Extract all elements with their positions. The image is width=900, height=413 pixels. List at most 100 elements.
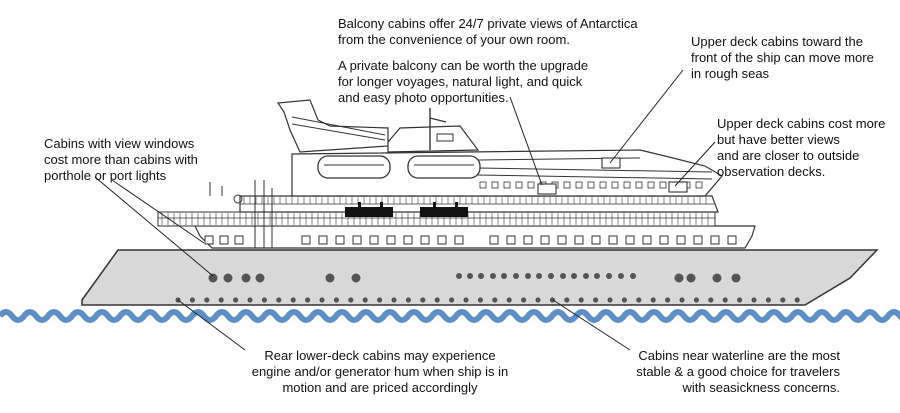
waterline-porthole <box>751 297 757 303</box>
note-line: and easy photo opportunities. <box>338 90 509 105</box>
porthole <box>560 273 566 279</box>
cabin-window <box>301 235 311 245</box>
note-balcony-upgrade: A private balcony can be worth the upgra… <box>338 58 588 106</box>
waterline-porthole <box>693 297 700 303</box>
porthole <box>467 273 473 279</box>
upper-window <box>563 181 571 189</box>
leader-line <box>509 96 543 186</box>
porthole <box>618 273 624 279</box>
waterline-porthole <box>578 297 584 303</box>
porthole <box>513 273 519 279</box>
waterline-porthole <box>305 297 311 303</box>
note-line: and are closer to outside <box>717 148 860 163</box>
waterline-porthole <box>204 297 210 303</box>
note-line: cost more than cabins with <box>44 152 198 167</box>
note-line: motion and are priced accordingly <box>282 380 478 395</box>
note-rear-lower: Rear lower-deck cabins may experience en… <box>230 348 530 396</box>
cabin-window <box>219 235 229 245</box>
porthole <box>501 273 507 279</box>
waterline-porthole <box>189 297 195 303</box>
view-window <box>351 273 361 283</box>
upper-window <box>647 181 655 189</box>
upper-window <box>599 181 607 189</box>
cabin-window <box>369 235 379 245</box>
davit <box>455 202 458 210</box>
porthole <box>583 273 589 279</box>
cabin-window <box>591 235 601 245</box>
upper-window <box>527 181 535 189</box>
balcony-cabin <box>601 157 621 169</box>
waterline-porthole <box>405 297 411 303</box>
waterline-porthole <box>737 297 743 303</box>
note-line: observation decks. <box>717 164 826 179</box>
tender-boat <box>345 207 393 217</box>
upper-window <box>503 181 511 189</box>
funnel-line <box>291 123 386 141</box>
waterline-porthole <box>233 297 239 303</box>
bridge-rail <box>477 174 713 180</box>
porthole <box>525 273 531 279</box>
waterline-porthole <box>391 297 397 303</box>
water-waves <box>0 309 900 323</box>
view-window <box>686 273 696 283</box>
upper-window <box>491 181 499 189</box>
upper-window <box>611 181 619 189</box>
cabin-window <box>506 235 516 245</box>
note-line: porthole or port lights <box>44 168 167 183</box>
cabin-window <box>489 235 499 245</box>
porthole <box>536 273 542 279</box>
funnel <box>276 99 389 153</box>
cabin-window <box>234 235 244 245</box>
upper-window <box>659 181 667 189</box>
cabin-window <box>676 235 686 245</box>
upper-window <box>635 181 643 189</box>
waterline-porthole <box>593 297 599 303</box>
porthole <box>571 273 577 279</box>
waterline-porthole <box>549 297 556 303</box>
waterline-porthole <box>290 297 296 303</box>
waterline-porthole <box>492 297 498 303</box>
note-line: stable & a good choice for travelers <box>636 364 840 379</box>
note-line: engine and/or generator hum when ship is… <box>251 364 509 379</box>
cabin-window <box>659 235 669 245</box>
note-line: with seasickness concerns. <box>682 380 840 395</box>
cabin-window <box>608 235 618 245</box>
waterline-portholes <box>175 297 800 303</box>
note-line: from the convenience of your own room. <box>338 32 570 47</box>
cabin-window <box>574 235 584 245</box>
cabin-window <box>557 235 567 245</box>
upper-window <box>515 181 523 189</box>
cabin-window <box>710 235 720 245</box>
waterline-porthole <box>449 297 455 303</box>
note-upper-cost: Upper deck cabins cost more but have bet… <box>717 116 885 180</box>
waterline-porthole <box>636 297 642 303</box>
cabin-window <box>204 235 214 245</box>
note-line: Upper deck cabins cost more <box>717 116 886 131</box>
antenna-box <box>436 133 454 142</box>
balcony-cabins <box>537 157 688 195</box>
upper-window <box>695 181 703 189</box>
upper-window <box>575 181 583 189</box>
upper-window <box>479 181 487 189</box>
note-balcony-views: Balcony cabins offer 24/7 private views … <box>338 16 638 48</box>
view-window <box>731 273 741 283</box>
upper-window <box>623 181 631 189</box>
note-line: Balcony cabins offer 24/7 private views … <box>338 16 638 31</box>
upper-window <box>587 181 595 189</box>
cabin-window <box>625 235 635 245</box>
cabin-window <box>454 235 464 245</box>
note-line: Cabins near waterline are the most <box>638 348 840 363</box>
cabin-window <box>403 235 413 245</box>
waterline-porthole <box>535 297 541 303</box>
note-line: Cabins with view windows <box>44 136 195 151</box>
funnel-line <box>291 116 386 136</box>
balcony-cabin <box>668 181 688 193</box>
waterline-porthole <box>621 297 628 303</box>
view-window <box>325 273 335 283</box>
waterline-porthole <box>665 297 671 303</box>
cabin-window <box>335 235 345 245</box>
waterline-porthole <box>607 297 613 303</box>
porthole <box>456 273 462 279</box>
mast-flag <box>429 117 447 123</box>
